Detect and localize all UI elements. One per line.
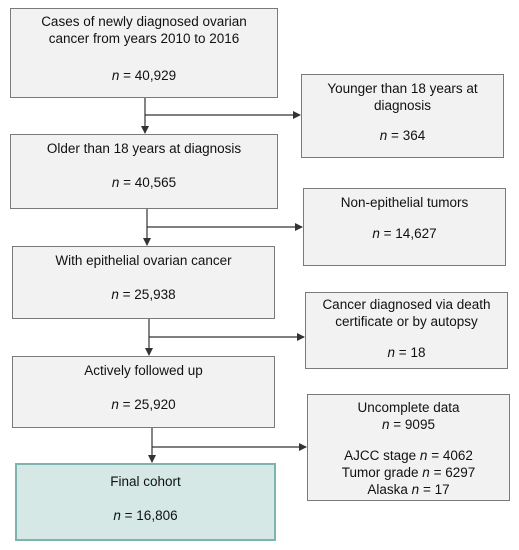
- box-count: n = 25,920: [111, 397, 176, 412]
- box-count: n = 9095: [382, 417, 435, 432]
- detail-tumor-grade: Tumor grade n = 6297: [341, 465, 476, 480]
- box-count: n = 25,938: [111, 287, 176, 302]
- box-excluded-non-epithelial: Non-epithelial tumors n = 14,627: [303, 188, 506, 266]
- box-count: n = 14,627: [372, 226, 437, 241]
- box-excluded-incomplete: Uncomplete data n = 9095 AJCC stage n = …: [307, 394, 510, 501]
- detail-alaska: Alaska n = 17: [367, 482, 450, 497]
- box-older-than-18: Older than 18 years at diagnosis n = 40,…: [10, 134, 278, 209]
- box-count: n = 40,565: [111, 175, 177, 190]
- box-title: Uncomplete data: [357, 400, 460, 415]
- box-epithelial: With epithelial ovarian cancer n = 25,93…: [12, 246, 275, 319]
- box-count: n = 16,806: [113, 508, 178, 523]
- box-excluded-death-certificate: Cancer diagnosed via death certificate o…: [305, 292, 508, 369]
- box-count: n = 18: [387, 345, 426, 360]
- box-title: With epithelial ovarian cancer: [55, 253, 232, 268]
- box-final-cohort: Final cohort n = 16,806: [15, 463, 276, 541]
- box-count: n = 364: [379, 128, 426, 143]
- box-total-cases: Cases of newly diagnosed ovarian cancer …: [10, 8, 278, 98]
- box-excluded-younger: Younger than 18 years at diagnosis n = 3…: [301, 74, 504, 158]
- box-title: Cases of newly diagnosed ovarian cancer …: [41, 14, 247, 46]
- detail-ajcc-stage: AJCC stage n = 4062: [344, 448, 473, 463]
- box-followed-up: Actively followed up n = 25,920: [12, 356, 275, 428]
- box-title: Final cohort: [110, 474, 181, 489]
- box-title: Non-epithelial tumors: [340, 195, 469, 210]
- box-count: n = 40,929: [111, 68, 177, 83]
- box-title: Cancer diagnosed via death certificate o…: [322, 297, 491, 329]
- box-title: Actively followed up: [84, 363, 203, 378]
- box-title: Younger than 18 years at diagnosis: [327, 81, 478, 113]
- box-title: Older than 18 years at diagnosis: [46, 141, 242, 156]
